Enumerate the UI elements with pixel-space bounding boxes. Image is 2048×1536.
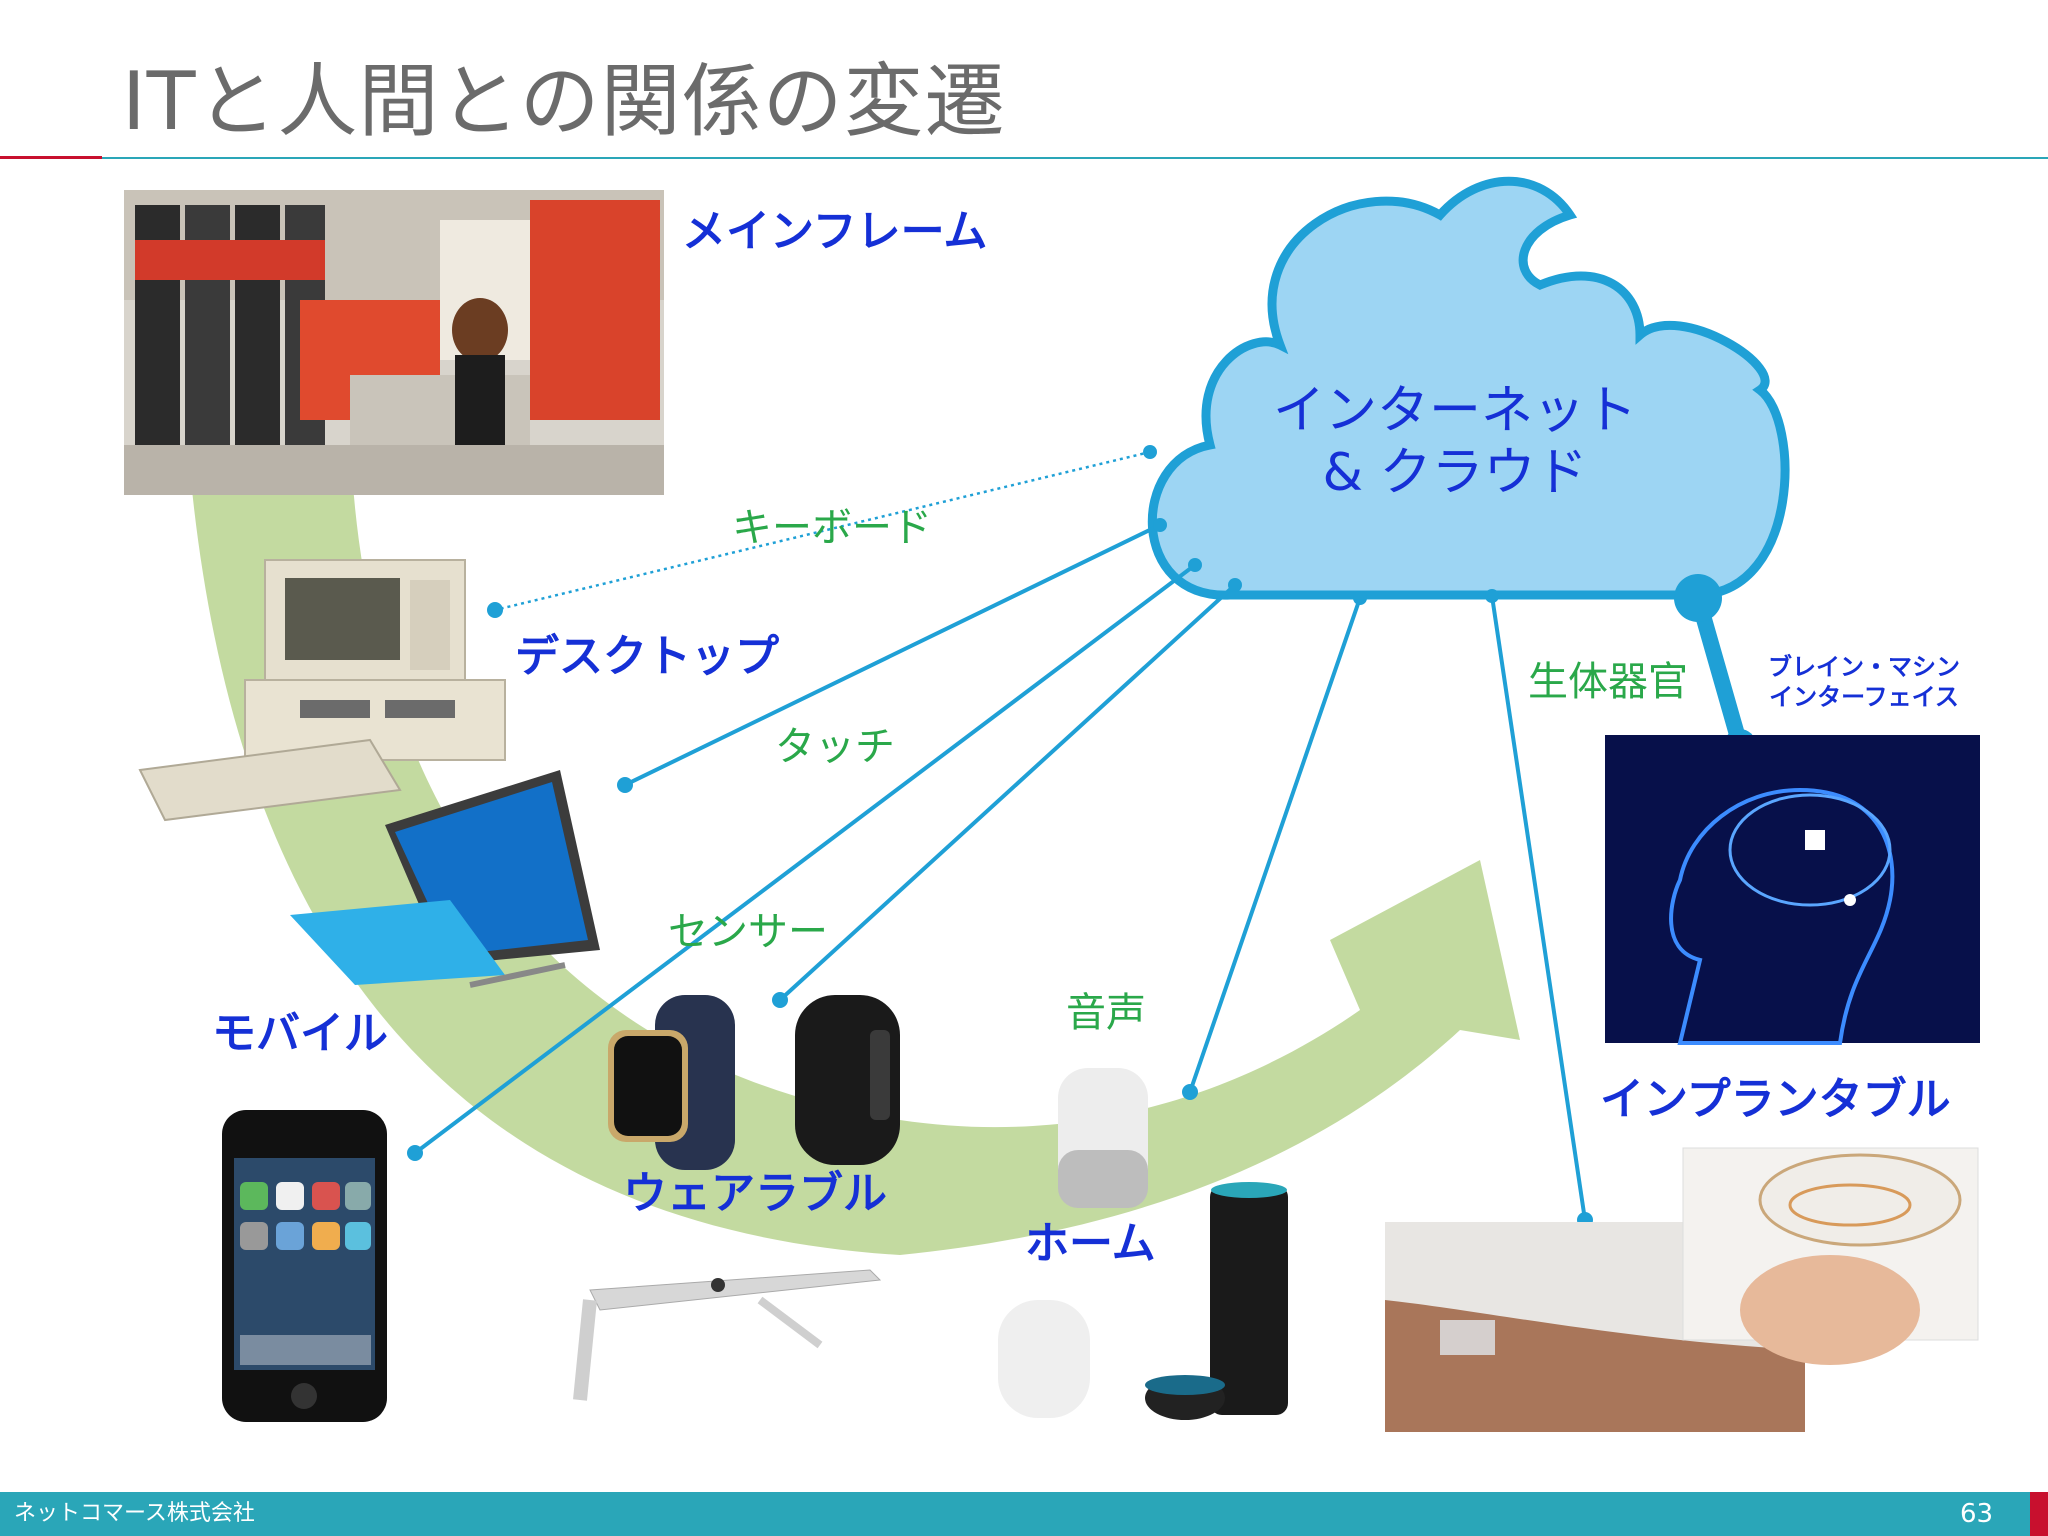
category-desktop: デスクトップ — [515, 631, 779, 682]
interface-keyboard: キーボード — [732, 505, 932, 551]
keyboard-link-line — [494, 450, 1151, 612]
mainframe-image — [124, 190, 664, 495]
tablet-image — [290, 770, 600, 988]
interface-bmi-line1: ブレイン・マシン — [1768, 653, 1960, 681]
footer-company-name: ネットコマース株式会社 — [14, 1501, 255, 1526]
smart-glasses-image — [573, 1269, 882, 1401]
category-implantable: インプランタブル — [1600, 1074, 1951, 1125]
smart-contact-lens-image — [1682, 1147, 1979, 1365]
brain-image — [1605, 735, 1980, 1045]
footer-bar — [0, 1492, 2048, 1536]
home-link-line — [1188, 597, 1362, 1093]
bmi-link-line — [1690, 590, 1748, 753]
interface-body-organ: 生体器官 — [1528, 659, 1688, 705]
wearable-link-line — [778, 583, 1237, 1002]
interface-voice: 音声 — [1066, 990, 1146, 1036]
page-number: 63 — [1960, 1499, 1994, 1529]
connection-lines — [413, 450, 1748, 1221]
category-mobile: モバイル — [212, 1008, 388, 1059]
category-home: ホーム — [1025, 1218, 1156, 1269]
title-rule — [102, 157, 2048, 159]
evolution-arrow — [190, 430, 1520, 1255]
interface-touch: タッチ — [775, 724, 895, 770]
cloud-label-line2: & クラウド — [1322, 443, 1588, 504]
category-wearable: ウェアラブル — [623, 1168, 887, 1219]
interface-bmi-line2: インターフェイス — [1769, 683, 1959, 711]
slide-title: ITと人間との関係の変遷 — [122, 55, 1006, 148]
cloud-shape — [1147, 176, 1790, 600]
smart-speakers-image — [998, 1068, 1288, 1420]
cloud-label-line1: インターネット — [1272, 381, 1637, 441]
category-mainframe: メインフレーム — [682, 206, 988, 257]
interface-bmi: ブレイン・マシン インターフェイス — [1768, 652, 1960, 712]
footer-accent — [2030, 1492, 2048, 1536]
interface-sensor: センサー — [668, 909, 828, 955]
cloud-label: インターネット & クラウド — [1255, 380, 1655, 505]
desktop-link-line — [624, 523, 1161, 787]
mobile-link-line — [413, 563, 1197, 1155]
title-rule-accent — [0, 156, 102, 159]
iphone-image — [222, 1110, 387, 1422]
implant-link-line — [1490, 595, 1587, 1221]
wearable-image — [608, 995, 900, 1170]
desktop-image — [138, 559, 506, 822]
